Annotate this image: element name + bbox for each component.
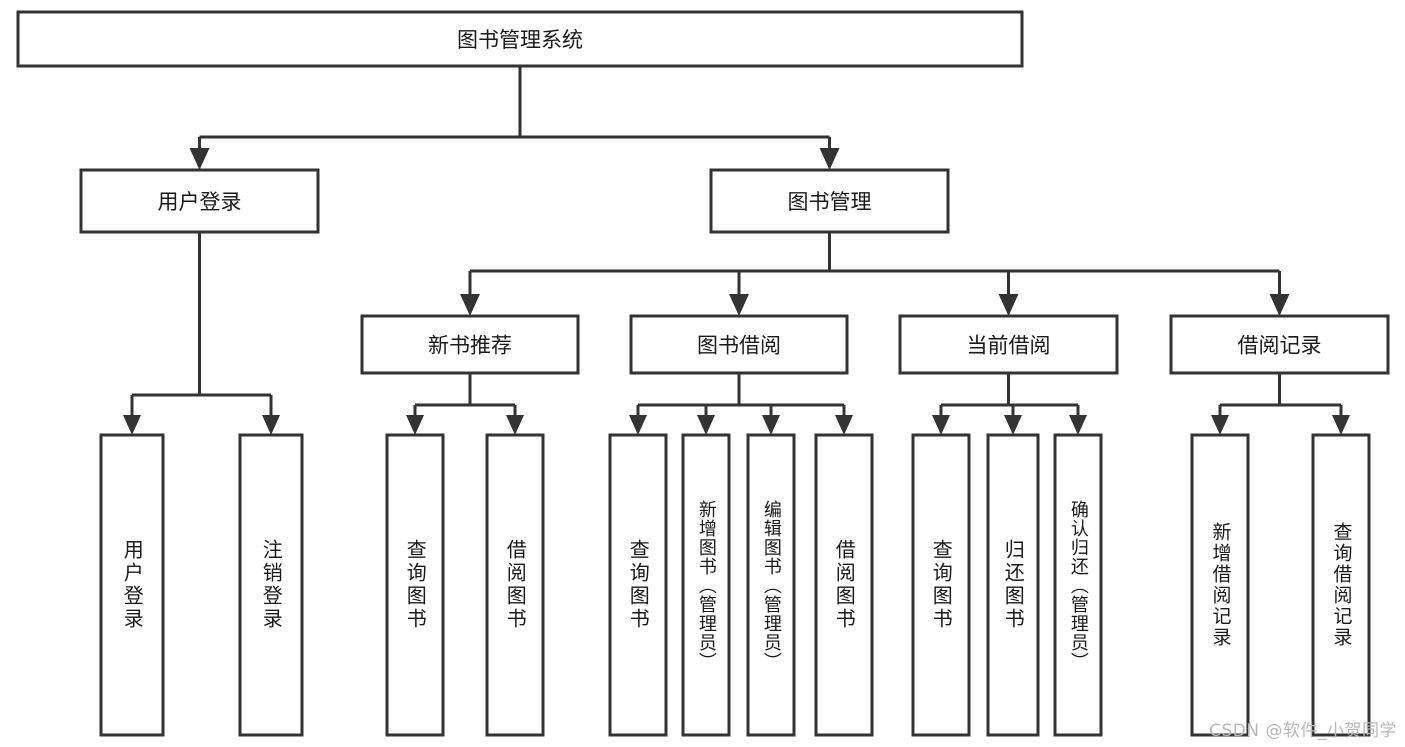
leaf-node-3[interactable] [485,433,545,737]
arrow-head-icon [1332,415,1350,435]
node-root[interactable]: 图书管理系统 [16,10,1024,68]
leaf-node-5[interactable] [681,433,731,737]
node-level3-3[interactable]: 借阅记录 [1169,314,1390,375]
node-level2-1[interactable]: 图书管理 [709,168,950,234]
node-level2-1-label: 图书管理 [788,190,872,214]
arrow-head-icon [1004,415,1022,435]
node-level3-1-label: 图书借阅 [697,334,781,358]
leaf-node-11[interactable] [1190,433,1250,737]
node-level2-0[interactable]: 用户登录 [79,168,320,234]
leaf-node-8[interactable] [911,433,971,737]
arrow-head-icon [629,415,647,435]
arrow-head-icon [189,148,210,170]
arrow-head-icon [262,415,280,435]
watermark-text: CSDN @软件_小贺同学 [1209,721,1397,741]
arrow-head-icon [729,294,749,316]
node-level2-0-label: 用户登录 [158,190,242,214]
node-level3-0-label: 新书推荐 [428,334,512,358]
arrow-head-icon [460,294,480,316]
arrow-head-icon [998,294,1019,316]
node-level3-0-rect [360,314,580,375]
node-level3-2[interactable]: 当前借阅 [898,314,1119,375]
leaf-node-10[interactable] [1053,433,1103,737]
arrow-head-icon [1069,415,1087,435]
node-level3-1[interactable]: 图书借阅 [629,314,849,375]
leaf-node-7[interactable] [814,433,874,737]
node-level3-0[interactable]: 新书推荐 [360,314,580,375]
node-level3-1-rect [629,314,849,375]
leaf-node-4[interactable] [608,433,668,737]
leaf-node-2[interactable] [385,433,445,737]
node-root-label: 图书管理系统 [457,28,583,52]
arrow-head-icon [819,148,840,170]
arrow-head-icon [406,415,424,435]
arrow-head-icon [932,415,950,435]
arrow-head-icon [506,415,524,435]
node-level3-2-label: 当前借阅 [967,334,1051,358]
arrow-head-icon [123,415,141,435]
connector-layer [123,66,1350,435]
arrow-head-icon [1269,294,1290,316]
leaf-node-1[interactable] [238,433,304,737]
arrow-head-icon [697,415,715,435]
arrow-head-icon [762,415,780,435]
leaf-node-6[interactable] [746,433,796,737]
leaf-node-12[interactable] [1311,433,1371,737]
leaf-node-9[interactable] [986,433,1040,737]
leaf-node-0[interactable] [99,433,165,737]
node-level3-3-label: 借阅记录 [1238,334,1322,358]
node-root-rect [16,10,1024,68]
node-level3-3-rect [1169,314,1390,375]
node-level2-0-rect [79,168,320,234]
node-level3-2-rect [898,314,1119,375]
arrow-head-icon [835,415,853,435]
arrow-head-icon [1211,415,1229,435]
node-level2-1-rect [709,168,950,234]
